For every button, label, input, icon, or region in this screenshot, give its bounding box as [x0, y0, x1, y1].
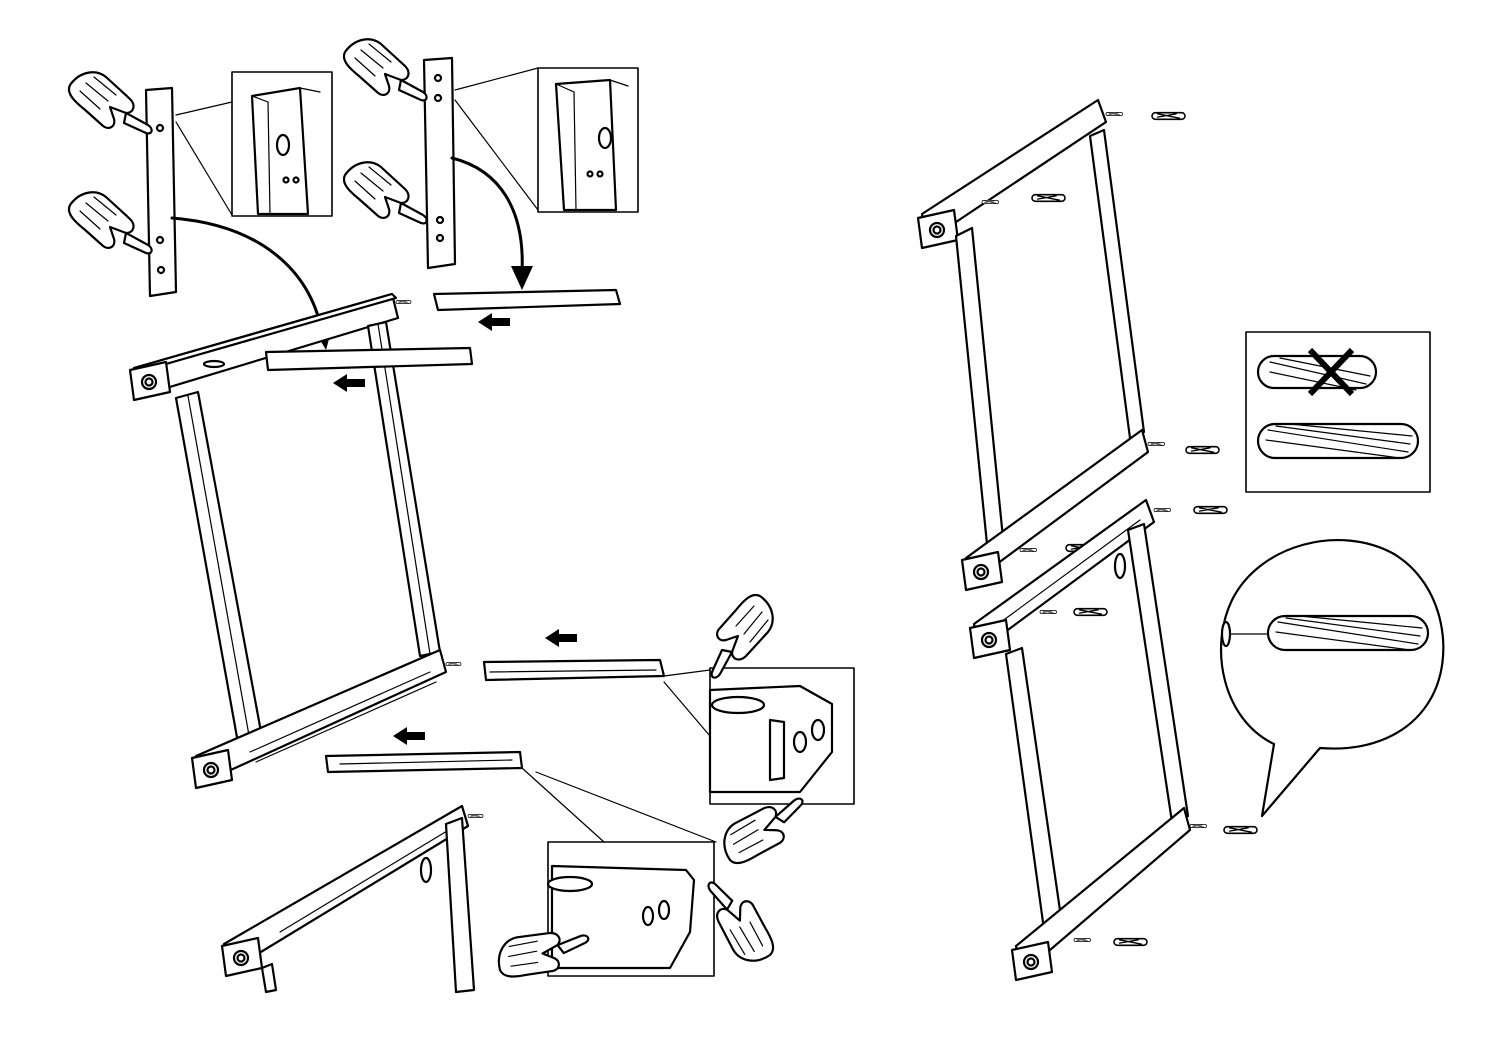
upright-strip-2	[424, 58, 455, 268]
frame-upper	[918, 100, 1219, 590]
pointing-hand-icon	[712, 595, 773, 678]
loose-slat	[266, 348, 472, 392]
pointing-hand-icon	[344, 39, 427, 100]
detail-callout	[176, 72, 332, 216]
detail-callout	[455, 68, 638, 212]
magnify-callout	[1221, 540, 1443, 816]
pointing-hand-icon	[69, 192, 152, 253]
loose-slat	[326, 727, 522, 772]
frame-lower	[970, 500, 1257, 980]
frame-partial	[222, 806, 483, 992]
loose-slat	[484, 629, 664, 680]
frame-right-vertical	[368, 322, 440, 656]
pointing-hand-icon	[344, 162, 427, 223]
frame-left-vertical	[176, 392, 264, 754]
upright-strip-1	[146, 88, 176, 296]
arrow-icon	[452, 158, 533, 290]
loose-slat	[434, 290, 620, 331]
detail-callout	[664, 668, 854, 804]
pointing-hand-icon	[69, 72, 152, 133]
dowel-correct-icon	[1258, 424, 1418, 458]
frame-top-rail	[130, 294, 411, 400]
dowel-wrong-icon	[1258, 350, 1376, 394]
dowel-check-box	[1246, 332, 1430, 492]
